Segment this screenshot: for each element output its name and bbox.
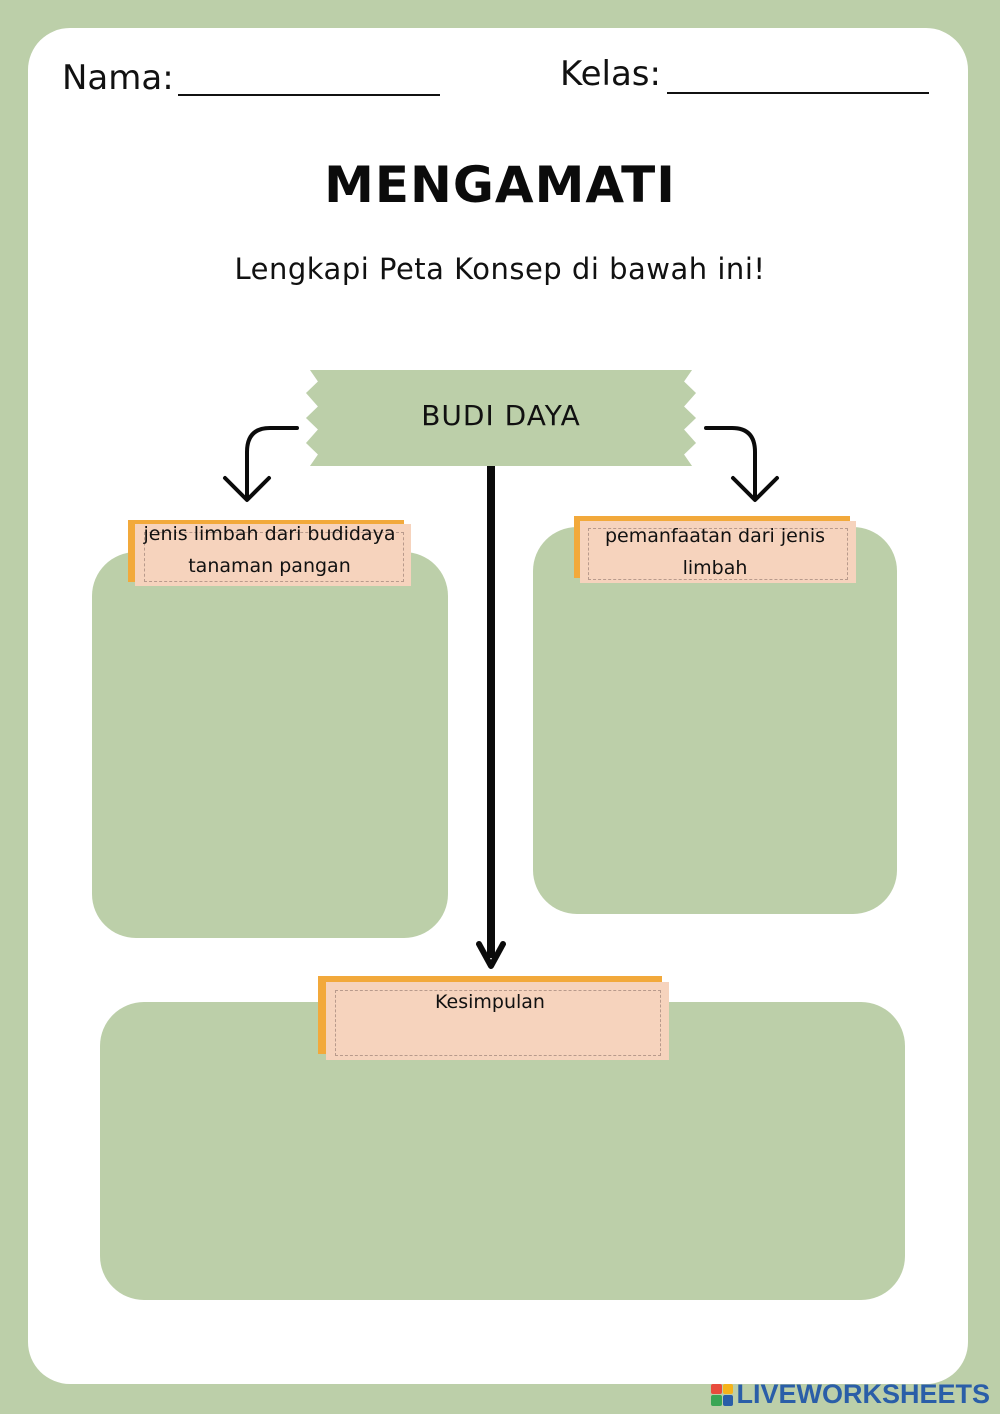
- name-label: Nama:: [62, 58, 174, 98]
- class-input-line[interactable]: [667, 92, 929, 94]
- bottom-note-border: [335, 990, 661, 1056]
- bottom-note-text: Kesimpulan: [435, 991, 545, 1013]
- instruction-text: Lengkapi Peta Konsep di bawah ini!: [234, 252, 766, 286]
- right-note-line1: pemanfaatan dari jenis: [604, 525, 826, 547]
- right-note: [580, 521, 856, 583]
- right-note-border: [588, 528, 848, 580]
- left-note-line1: jenis limbah dari budidaya: [143, 523, 396, 545]
- class-label: Kelas:: [560, 54, 661, 94]
- left-note-line2: tanaman pangan: [188, 555, 351, 577]
- left-note: [135, 524, 411, 586]
- right-answer-box[interactable]: [533, 527, 897, 914]
- liveworksheets-logo[interactable]: LIVEWORKSHEETS: [711, 1379, 990, 1410]
- right-note-line2: limbah: [682, 557, 748, 579]
- page-title: MENGAMATI: [324, 156, 676, 214]
- logo-text: LIVEWORKSHEETS: [736, 1379, 990, 1409]
- center-topic-label: BUDI DAYA: [421, 398, 581, 432]
- bottom-note: [326, 982, 669, 1060]
- left-note-border: [144, 532, 404, 582]
- left-note-text: jenis limbah dari budidaya tanaman panga…: [128, 518, 411, 582]
- right-note-text: pemanfaatan dari jenis limbah: [574, 520, 856, 584]
- center-tape: [305, 370, 697, 466]
- name-input-line[interactable]: [178, 94, 440, 96]
- left-answer-box[interactable]: [92, 552, 448, 938]
- right-arrow-icon: [704, 426, 757, 500]
- liveworksheets-logo-icon: [711, 1383, 734, 1406]
- left-arrow-icon: [245, 426, 299, 500]
